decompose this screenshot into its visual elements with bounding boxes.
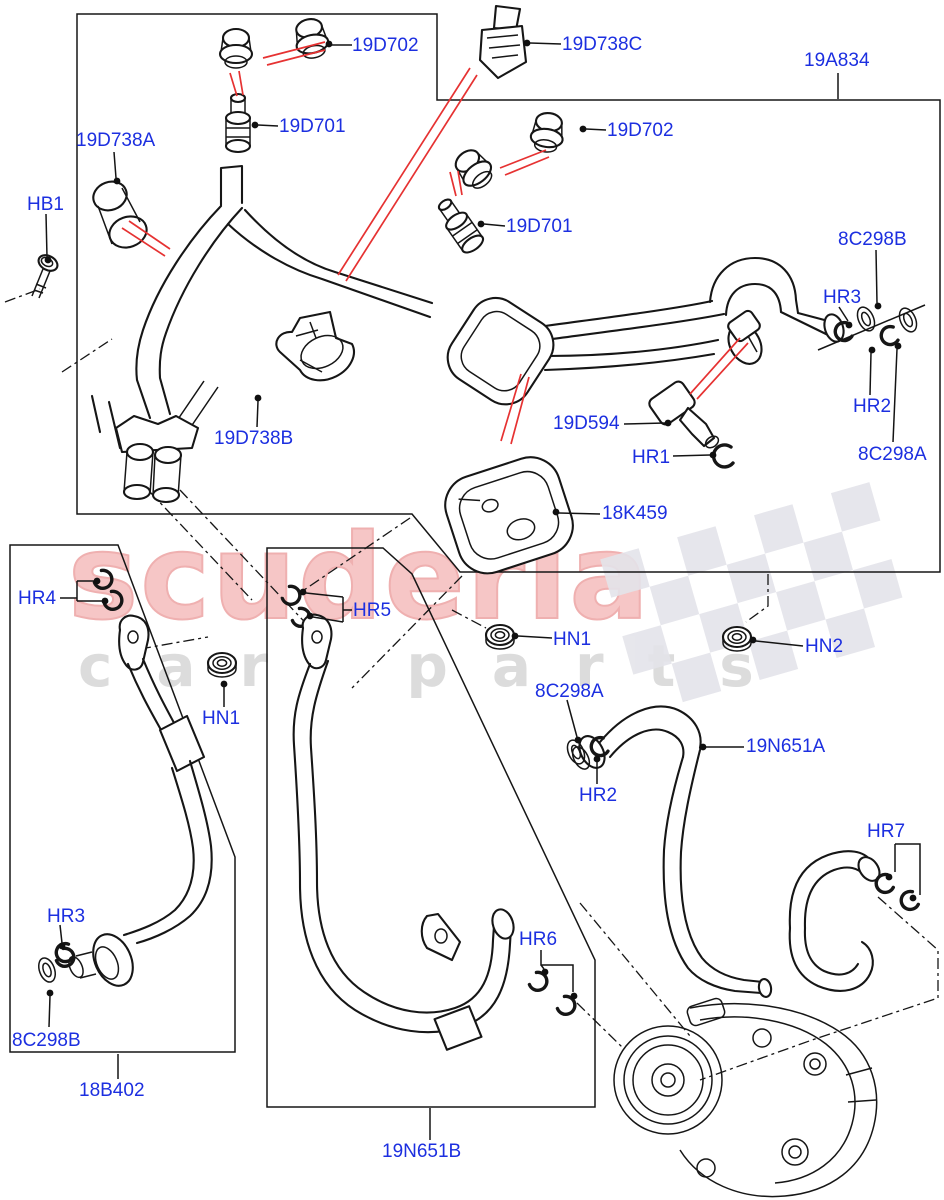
- hose-18B402: [34, 614, 238, 987]
- part-label-18B402[interactable]: 18B402: [79, 1080, 145, 1101]
- part-label-8C298A-a[interactable]: 8C298A: [858, 444, 927, 465]
- bracket-19D738C: [478, 4, 528, 80]
- part-label-HR7[interactable]: HR7: [867, 821, 906, 842]
- group-upper-pipes: [90, 164, 845, 450]
- part-label-19A834[interactable]: 19A834: [804, 50, 870, 71]
- part-label-19D702-a[interactable]: 19D702: [352, 35, 419, 56]
- part-label-HR1[interactable]: HR1: [632, 447, 671, 468]
- upper-assembly-box: [76, 13, 941, 573]
- ac-compressor: [613, 997, 878, 1198]
- group-projection-lines: [4, 288, 939, 1081]
- part-label-HB1[interactable]: HB1: [27, 194, 64, 215]
- part-label-19D738A[interactable]: 19D738A: [76, 130, 156, 151]
- part-label-19D594[interactable]: 19D594: [553, 413, 620, 434]
- part-label-HR4[interactable]: HR4: [18, 588, 57, 609]
- part-label-19N651A[interactable]: 19N651A: [746, 736, 826, 757]
- part-label-HR3-a[interactable]: HR3: [823, 287, 862, 308]
- part-label-HN1-a[interactable]: HN1: [202, 708, 241, 729]
- muffler-in-situ: [446, 296, 555, 406]
- clips-HR4: [91, 567, 127, 615]
- part-label-8C298B-a[interactable]: 8C298B: [838, 229, 907, 250]
- part-label-19D701-a[interactable]: 19D701: [279, 116, 346, 137]
- group-pointers: [44, 39, 921, 1140]
- part-label-18K459[interactable]: 18K459: [602, 503, 668, 524]
- part-label-19D738B[interactable]: 19D738B: [214, 428, 294, 449]
- part-label-19D701-b[interactable]: 19D701: [506, 216, 573, 237]
- pipe-clamp-in-situ: [114, 414, 200, 504]
- part-label-HN2[interactable]: HN2: [805, 636, 844, 657]
- part-label-HN1-b[interactable]: HN1: [553, 629, 592, 650]
- clamp-19D738B: [171, 310, 355, 435]
- part-label-HR2-a[interactable]: HR2: [853, 396, 892, 417]
- sensor-19D594: [648, 309, 761, 469]
- part-label-HR2-b[interactable]: HR2: [579, 785, 618, 806]
- hose-19N651A: [563, 705, 773, 998]
- part-label-8C298B-b[interactable]: 8C298B: [12, 1030, 81, 1051]
- part-label-8C298A-b[interactable]: 8C298A: [535, 681, 604, 702]
- muffler-18K459: [444, 456, 574, 575]
- part-label-19D738C[interactable]: 19D738C: [562, 34, 643, 55]
- hose-19N651B: [279, 583, 580, 1051]
- group-boxes: [9, 13, 941, 1108]
- checkered-flag-watermark: [600, 482, 903, 703]
- hose-19N651B-box: [266, 547, 596, 1108]
- part-label-HR6[interactable]: HR6: [519, 929, 558, 950]
- hose-HR7: [788, 850, 921, 992]
- part-label-19D702-b[interactable]: 19D702: [607, 120, 674, 141]
- part-label-HR5[interactable]: HR5: [353, 600, 392, 621]
- hose-18B402-box: [9, 544, 236, 1053]
- part-label-HR3-b[interactable]: HR3: [47, 906, 86, 927]
- group-red-leaders: [121, 41, 749, 445]
- part-label-19N651B[interactable]: 19N651B: [382, 1141, 462, 1162]
- bolt-HB1: [31, 254, 59, 299]
- nut-HN1-b: [484, 623, 516, 651]
- fastener-row-upper-right: [817, 303, 926, 351]
